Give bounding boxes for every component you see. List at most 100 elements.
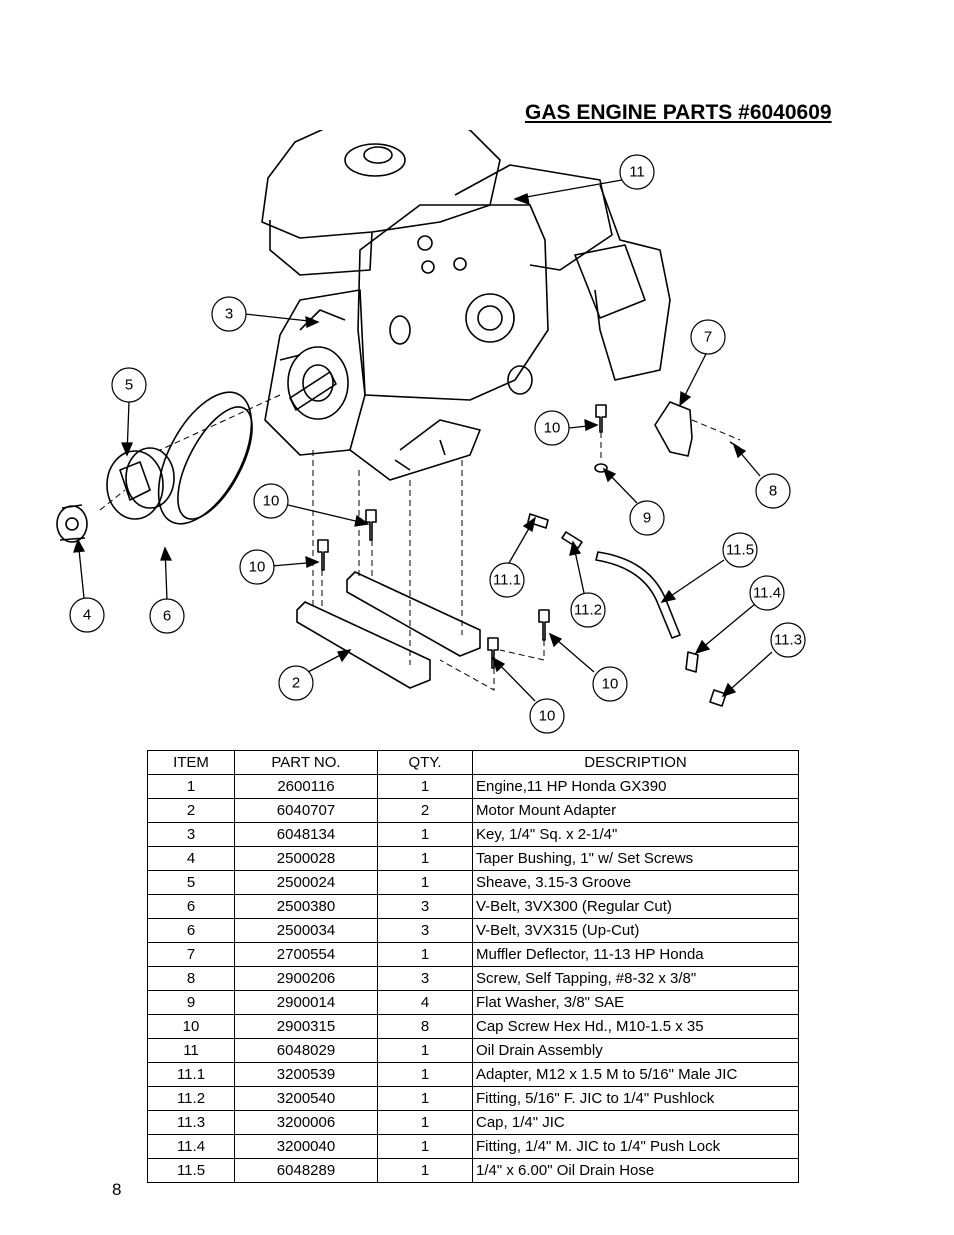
- description-cell: Flat Washer, 3/8" SAE: [472, 990, 799, 1015]
- description-cell: Motor Mount Adapter: [472, 798, 799, 823]
- part-number-cell: 2900206: [234, 966, 378, 991]
- quantity-cell: 1: [377, 1086, 473, 1111]
- description-cell: Screw, Self Tapping, #8-32 x 3/8": [472, 966, 799, 991]
- bushing-illustration: [56, 504, 88, 543]
- callout-label: 2: [292, 675, 300, 692]
- part-number-cell: 2500034: [234, 918, 378, 943]
- quantity-cell: 1: [377, 1158, 473, 1183]
- part-number-cell: 2900315: [234, 1014, 378, 1039]
- item-cell: 11.1: [147, 1062, 235, 1087]
- item-cell: 11.4: [147, 1134, 235, 1159]
- column-header: ITEM: [147, 750, 235, 775]
- description-cell: Muffler Deflector, 11-13 HP Honda: [472, 942, 799, 967]
- item-cell: 3: [147, 822, 235, 847]
- item-cell: 11.5: [147, 1158, 235, 1183]
- callout-label: 10: [602, 676, 619, 693]
- callout-label: 11.2: [574, 602, 602, 619]
- description-cell: Sheave, 3.15-3 Groove: [472, 870, 799, 895]
- item-cell: 5: [147, 870, 235, 895]
- callout-label: 4: [83, 607, 91, 624]
- engine-illustration: [261, 130, 671, 481]
- column-header: QTY.: [377, 750, 473, 775]
- item-cell: 6: [147, 918, 235, 943]
- description-cell: Engine,11 HP Honda GX390: [472, 774, 799, 799]
- description-cell: V-Belt, 3VX315 (Up-Cut): [472, 918, 799, 943]
- quantity-cell: 1: [377, 846, 473, 871]
- description-cell: Taper Bushing, 1" w/ Set Screws: [472, 846, 799, 871]
- description-cell: Oil Drain Assembly: [472, 1038, 799, 1063]
- callout-label: 10: [539, 708, 556, 725]
- part-number-cell: 6048029: [234, 1038, 378, 1063]
- callout-label: 11: [629, 164, 645, 181]
- quantity-cell: 1: [377, 1062, 473, 1087]
- part-number-cell: 2900014: [234, 990, 378, 1015]
- quantity-cell: 1: [377, 822, 473, 847]
- callout-label: 10: [249, 559, 266, 576]
- description-cell: 1/4" x 6.00" Oil Drain Hose: [472, 1158, 799, 1183]
- item-cell: 7: [147, 942, 235, 967]
- page-title: GAS ENGINE PARTS #6040609: [525, 101, 832, 124]
- page-number: 8: [112, 1180, 122, 1199]
- part-number-cell: 2600116: [234, 774, 378, 799]
- callout-label: 3: [225, 306, 233, 323]
- callout-label: 8: [769, 483, 777, 500]
- part-number-cell: 2500380: [234, 894, 378, 919]
- column-header: PART NO.: [234, 750, 378, 775]
- item-cell: 2: [147, 798, 235, 823]
- item-cell: 9: [147, 990, 235, 1015]
- quantity-cell: 1: [377, 1038, 473, 1063]
- description-cell: Cap, 1/4" JIC: [472, 1110, 799, 1135]
- sheave-belt-illustration: [106, 391, 253, 525]
- description-cell: V-Belt, 3VX300 (Regular Cut): [472, 894, 799, 919]
- part-number-cell: 2700554: [234, 942, 378, 967]
- description-cell: Adapter, M12 x 1.5 M to 5/16" Male JIC: [472, 1062, 799, 1087]
- part-number-cell: 3200540: [234, 1086, 378, 1111]
- quantity-cell: 2: [377, 798, 473, 823]
- item-cell: 11.2: [147, 1086, 235, 1111]
- quantity-cell: 1: [377, 1110, 473, 1135]
- item-cell: 8: [147, 966, 235, 991]
- callout-label: 11.1: [493, 572, 521, 589]
- quantity-cell: 1: [377, 942, 473, 967]
- callout-label: 6: [163, 608, 171, 625]
- oil-drain-illustration: [527, 513, 727, 707]
- callout-label: 11.4: [753, 585, 781, 602]
- part-number-cell: 3200040: [234, 1134, 378, 1159]
- column-header: DESCRIPTION: [472, 750, 799, 775]
- description-cell: Fitting, 1/4" M. JIC to 1/4" Push Lock: [472, 1134, 799, 1159]
- quantity-cell: 1: [377, 870, 473, 895]
- part-number-cell: 2500024: [234, 870, 378, 895]
- description-cell: Cap Screw Hex Hd., M10-1.5 x 35: [472, 1014, 799, 1039]
- quantity-cell: 3: [377, 966, 473, 991]
- exploded-parts-diagram: 11 3 7 5 10 8 9 10 11.5 10 11.1 11.4 4 6…: [56, 130, 806, 734]
- table-header-row: ITEM PART NO. QTY. DESCRIPTION: [147, 750, 799, 775]
- item-cell: 10: [147, 1014, 235, 1039]
- part-number-cell: 6048134: [234, 822, 378, 847]
- callout-label: 11.3: [774, 632, 802, 649]
- callout-label: 7: [704, 329, 712, 346]
- part-number-cell: 3200006: [234, 1110, 378, 1135]
- callout-label: 10: [263, 493, 280, 510]
- callout-label: 10: [544, 420, 561, 437]
- description-cell: Key, 1/4" Sq. x 2-1/4": [472, 822, 799, 847]
- description-cell: Fitting, 5/16" F. JIC to 1/4" Pushlock: [472, 1086, 799, 1111]
- quantity-cell: 1: [377, 774, 473, 799]
- quantity-cell: 3: [377, 918, 473, 943]
- item-cell: 11: [147, 1038, 235, 1063]
- motor-mount-illustration: [296, 571, 481, 689]
